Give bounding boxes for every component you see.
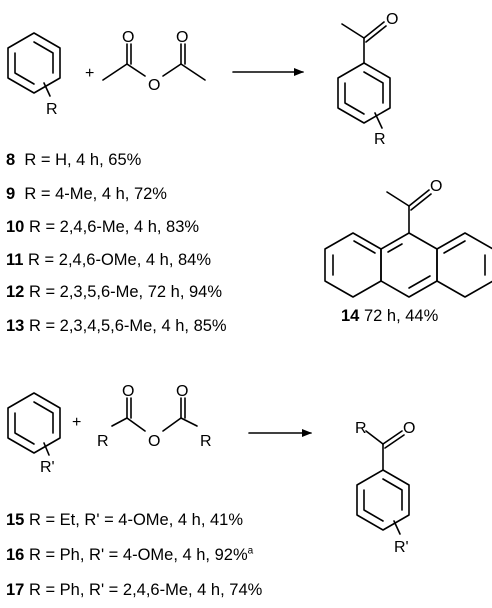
product-r: R (355, 420, 367, 437)
product-substituent-r: R (374, 131, 386, 148)
anhydride-r-left: R (97, 433, 109, 450)
plus-sign-1: + (85, 65, 94, 82)
carbonyl-o-1: O (122, 29, 134, 46)
acetic-anhydride (102, 43, 206, 81)
compound-14-entry: 14 72 h, 44% (341, 308, 438, 325)
anthracene-carbonyl-o: O (430, 178, 442, 195)
product-acetophenone (337, 21, 391, 129)
compound-17-number: 17 (6, 581, 25, 599)
compound-11-conditions: R = 2,4,6-OMe, 4 h, 84% (28, 251, 212, 269)
compound-9-number: 9 (6, 185, 16, 203)
arene-ring-2 (7, 392, 61, 456)
product-o-1: O (386, 11, 398, 28)
product-substituent-bond (393, 520, 401, 535)
carbonyl-o-4: O (176, 383, 188, 400)
carboxylic-anhydride (111, 397, 198, 432)
compound-16-conditions: R = Ph, R' = 4-OMe, 4 h, 92% (28, 546, 248, 564)
compound-16-entry: 16 R = Ph, R' = 4-OMe, 4 h, 92%a (6, 545, 254, 564)
product-substituent-r-prime: R' (394, 539, 409, 556)
compound-15-number: 15 (6, 511, 25, 529)
compound-8-number: 8 (6, 151, 16, 169)
anhydride-r-right: R (200, 433, 212, 450)
compound-15-entry: 15 R = Et, R' = 4-OMe, 4 h, 41% (6, 512, 243, 529)
acetylanthracene (324, 189, 492, 298)
compound-8-entry: 8 R = H, 4 h, 65% (6, 152, 141, 169)
arene-ring-1 (7, 32, 61, 97)
compound-17-conditions: R = Ph, R' = 2,4,6-Me, 4 h, 74% (28, 581, 263, 599)
carbonyl-o-3: O (122, 383, 134, 400)
compound-14-number: 14 (341, 307, 360, 325)
compound-8-conditions: R = H, 4 h, 65% (24, 151, 142, 169)
compound-9-entry: 9 R = 4-Me, 4 h, 72% (6, 186, 167, 203)
compound-10-number: 10 (6, 218, 25, 236)
compound-11-number: 11 (6, 251, 24, 269)
carbonyl-o-2: O (176, 29, 188, 46)
bridge-o-1: O (148, 77, 160, 94)
arene-substituent-r: R (46, 101, 58, 118)
product-o-2: O (403, 420, 415, 437)
compound-13-number: 13 (6, 317, 25, 335)
compound-13-conditions: R = 2,3,4,5,6-Me, 4 h, 85% (28, 317, 227, 335)
compound-17-entry: 17 R = Ph, R' = 2,4,6-Me, 4 h, 74% (6, 582, 262, 599)
compound-11-entry: 11 R = 2,4,6-OMe, 4 h, 84% (6, 252, 211, 269)
bridge-o-2: O (148, 433, 160, 450)
compound-9-conditions: R = 4-Me, 4 h, 72% (24, 185, 167, 203)
footnote-marker-a: a (247, 545, 254, 557)
compound-15-conditions: R = Et, R' = 4-OMe, 4 h, 41% (28, 511, 244, 529)
compound-16-number: 16 (6, 546, 25, 564)
compound-10-conditions: R = 2,4,6-Me, 4 h, 83% (28, 218, 200, 236)
compound-13-entry: 13 R = 2,3,4,5,6-Me, 4 h, 85% (6, 318, 227, 335)
plus-sign-2: + (72, 414, 81, 431)
compound-12-conditions: R = 2,3,5,6-Me, 72 h, 94% (28, 283, 223, 301)
compound-14-conditions: 72 h, 44% (363, 307, 439, 325)
compound-10-entry: 10 R = 2,4,6-Me, 4 h, 83% (6, 219, 199, 236)
compound-12-entry: 12 R = 2,3,5,6-Me, 72 h, 94% (6, 284, 222, 301)
arene-substituent-r-prime: R' (40, 459, 55, 476)
compound-12-number: 12 (6, 283, 25, 301)
product-aryl-ketone (356, 430, 410, 531)
